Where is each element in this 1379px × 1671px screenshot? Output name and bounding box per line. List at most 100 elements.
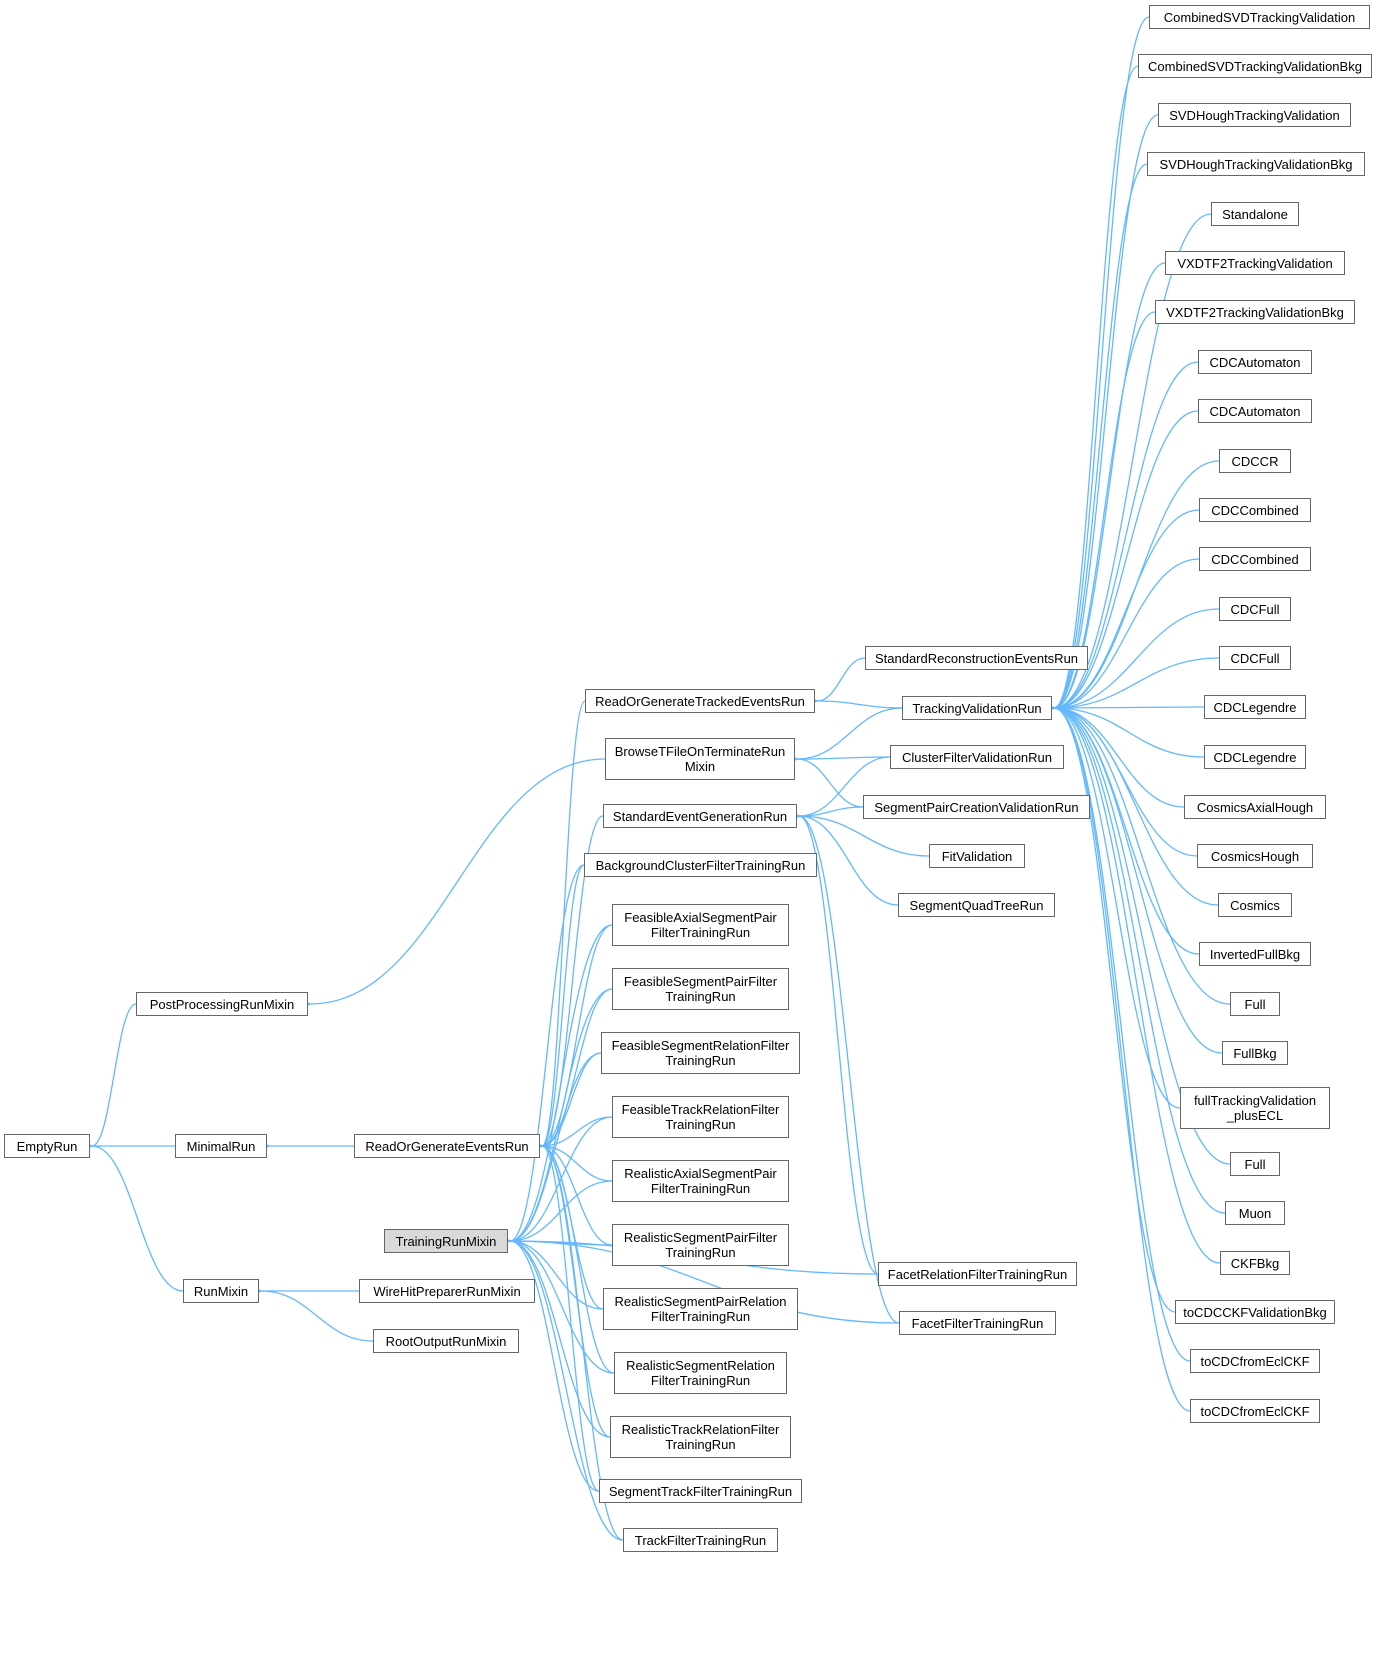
class-node-r24[interactable]: Full [1230,1152,1280,1176]
class-node-post-processing-run-mixin[interactable]: PostProcessingRunMixin [136,992,308,1016]
class-node-realistic-segment-pair-filter-training-run[interactable]: RealisticSegmentPairFilter TrainingRun [612,1224,789,1266]
class-node-read-or-generate-events-run[interactable]: ReadOrGenerateEventsRun [354,1134,540,1158]
edge-r13-to-tracking-validation-run [1054,608,1220,708]
edge-r24-to-tracking-validation-run [1054,708,1231,1165]
class-node-feasible-segment-pair-filter-training-run[interactable]: FeasibleSegmentPairFilter TrainingRun [612,968,789,1010]
edge-feasible-segment-pair-filter-training-run-to-read-or-generate-events-run [542,988,613,1146]
class-node-r10[interactable]: CDCCR [1219,449,1291,473]
class-node-r8[interactable]: CDCAutomaton [1198,350,1312,374]
edge-segment-pair-creation-validation-run-to-browse-tfile-on-terminate-run-mixin [797,759,864,808]
edge-realistic-track-relation-filter-training-run-to-training-run-mixin [510,1241,611,1438]
edge-r4-to-tracking-validation-run [1054,163,1148,708]
class-node-fit-validation[interactable]: FitValidation [929,844,1025,868]
class-node-r3[interactable]: SVDHoughTrackingValidation [1158,103,1351,127]
class-node-read-or-generate-tracked-events-run[interactable]: ReadOrGenerateTrackedEventsRun [585,689,815,713]
class-node-background-cluster-filter-training-run[interactable]: BackgroundClusterFilterTrainingRun [584,853,817,877]
class-node-standard-reconstruction-events-run[interactable]: StandardReconstructionEventsRun [865,646,1088,670]
class-node-r5[interactable]: Standalone [1211,202,1299,226]
edge-realistic-axial-segment-pair-filter-training-run-to-training-run-mixin [510,1180,613,1241]
class-node-r18[interactable]: CosmicsHough [1197,844,1313,868]
class-node-wire-hit-preparer-run-mixin[interactable]: WireHitPreparerRunMixin [359,1279,535,1303]
edge-r28-to-tracking-validation-run [1054,708,1191,1362]
edge-r29-to-tracking-validation-run [1054,708,1191,1412]
class-node-r4[interactable]: SVDHoughTrackingValidationBkg [1147,152,1365,176]
edge-r26-to-tracking-validation-run [1054,708,1221,1264]
class-node-run-mixin[interactable]: RunMixin [183,1279,259,1303]
class-node-r20[interactable]: InvertedFullBkg [1199,942,1311,966]
edge-root-output-run-mixin-to-run-mixin [261,1291,374,1342]
edge-browse-tfile-on-terminate-run-mixin-to-post-processing-run-mixin [310,758,606,1004]
edge-background-cluster-filter-training-run-to-read-or-generate-events-run [542,864,585,1146]
class-node-r11[interactable]: CDCCombined [1199,498,1311,522]
class-node-r6[interactable]: VXDTF2TrackingValidation [1165,251,1345,275]
edge-realistic-segment-relation-filter-training-run-to-training-run-mixin [510,1241,615,1374]
class-node-tracking-validation-run[interactable]: TrackingValidationRun [902,696,1052,720]
class-node-r26[interactable]: CKFBkg [1220,1251,1290,1275]
class-node-training-run-mixin[interactable]: TrainingRunMixin [384,1229,508,1253]
class-node-r1[interactable]: CombinedSVDTrackingValidation [1149,5,1370,29]
edge-track-filter-training-run-to-read-or-generate-events-run [542,1146,624,1541]
edge-r21-to-tracking-validation-run [1054,708,1231,1005]
class-node-r23[interactable]: fullTrackingValidation _plusECL [1180,1087,1330,1129]
class-node-r21[interactable]: Full [1230,992,1280,1016]
edge-feasible-track-relation-filter-training-run-to-training-run-mixin [510,1116,613,1241]
edge-facet-filter-training-run-to-training-run-mixin [510,1241,900,1324]
class-node-r13[interactable]: CDCFull [1219,597,1291,621]
class-node-standard-event-generation-run[interactable]: StandardEventGenerationRun [603,804,797,828]
class-node-segment-quad-tree-run[interactable]: SegmentQuadTreeRun [898,893,1055,917]
class-node-browse-tfile-on-terminate-run-mixin[interactable]: BrowseTFileOnTerminateRun Mixin [605,738,795,780]
class-node-realistic-axial-segment-pair-filter-training-run[interactable]: RealisticAxialSegmentPair FilterTraining… [612,1160,789,1202]
edge-tracking-validation-run-to-read-or-generate-tracked-events-run [817,701,903,709]
class-node-realistic-track-relation-filter-training-run[interactable]: RealisticTrackRelationFilter TrainingRun [610,1416,791,1458]
edge-r17-to-tracking-validation-run [1054,708,1185,808]
edge-r22-to-tracking-validation-run [1054,708,1223,1054]
edge-cluster-filter-validation-run-to-browse-tfile-on-terminate-run-mixin [797,757,891,759]
class-node-r22[interactable]: FullBkg [1222,1041,1288,1065]
class-node-track-filter-training-run[interactable]: TrackFilterTrainingRun [623,1528,778,1552]
edge-fit-validation-to-standard-event-generation-run [799,816,930,857]
edge-background-cluster-filter-training-run-to-training-run-mixin [510,864,585,1241]
class-node-r17[interactable]: CosmicsAxialHough [1184,795,1326,819]
edge-r23-to-tracking-validation-run [1054,708,1181,1109]
edge-r5-to-tracking-validation-run [1054,213,1212,708]
class-node-r9[interactable]: CDCAutomaton [1198,399,1312,423]
class-node-r29[interactable]: toCDCfromEclCKF [1190,1399,1320,1423]
edge-feasible-segment-relation-filter-training-run-to-training-run-mixin [510,1052,602,1241]
class-node-feasible-axial-segment-pair-filter-training-run[interactable]: FeasibleAxialSegmentPair FilterTrainingR… [612,904,789,946]
class-node-segment-track-filter-training-run[interactable]: SegmentTrackFilterTrainingRun [599,1479,802,1503]
class-node-r16[interactable]: CDCLegendre [1204,745,1306,769]
class-node-facet-filter-training-run[interactable]: FacetFilterTrainingRun [899,1311,1056,1335]
edge-r2-to-tracking-validation-run [1054,65,1139,708]
class-node-r7[interactable]: VXDTF2TrackingValidationBkg [1155,300,1355,324]
edge-track-filter-training-run-to-training-run-mixin [510,1241,624,1541]
edge-cluster-filter-validation-run-to-standard-event-generation-run [799,756,891,816]
class-node-realistic-segment-relation-filter-training-run[interactable]: RealisticSegmentRelation FilterTrainingR… [614,1352,787,1394]
edge-tracking-validation-run-to-browse-tfile-on-terminate-run-mixin [797,707,903,759]
class-node-r25[interactable]: Muon [1225,1201,1285,1225]
class-node-cluster-filter-validation-run[interactable]: ClusterFilterValidationRun [890,745,1064,769]
class-node-root-output-run-mixin[interactable]: RootOutputRunMixin [373,1329,519,1353]
class-node-r14[interactable]: CDCFull [1219,646,1291,670]
edge-facet-filter-training-run-to-standard-event-generation-run [799,816,900,1324]
edge-r19-to-tracking-validation-run [1054,708,1219,906]
class-node-realistic-segment-pair-relation-filter-training-run[interactable]: RealisticSegmentPairRelation FilterTrain… [603,1288,798,1330]
class-node-r15[interactable]: CDCLegendre [1204,695,1306,719]
edge-r9-to-tracking-validation-run [1054,410,1199,708]
edge-r3-to-tracking-validation-run [1054,114,1159,708]
class-node-minimal-run[interactable]: MinimalRun [175,1134,267,1158]
edge-feasible-axial-segment-pair-filter-training-run-to-read-or-generate-events-run [542,924,613,1146]
class-node-facet-relation-filter-training-run[interactable]: FacetRelationFilterTrainingRun [878,1262,1077,1286]
edge-realistic-axial-segment-pair-filter-training-run-to-read-or-generate-events-run [542,1146,613,1182]
class-node-segment-pair-creation-validation-run[interactable]: SegmentPairCreationValidationRun [863,795,1090,819]
class-node-feasible-track-relation-filter-training-run[interactable]: FeasibleTrackRelationFilter TrainingRun [612,1096,789,1138]
class-node-r2[interactable]: CombinedSVDTrackingValidationBkg [1138,54,1372,78]
class-node-r27[interactable]: toCDCCKFValidationBkg [1175,1300,1335,1324]
class-node-r28[interactable]: toCDCfromEclCKF [1190,1349,1320,1373]
edge-r15-to-tracking-validation-run [1054,707,1205,708]
class-node-r12[interactable]: CDCCombined [1199,547,1311,571]
class-node-empty-run[interactable]: EmptyRun [4,1134,90,1158]
class-node-feasible-segment-relation-filter-training-run[interactable]: FeasibleSegmentRelationFilter TrainingRu… [601,1032,800,1074]
class-node-r19[interactable]: Cosmics [1218,893,1292,917]
edge-r12-to-tracking-validation-run [1054,558,1200,708]
